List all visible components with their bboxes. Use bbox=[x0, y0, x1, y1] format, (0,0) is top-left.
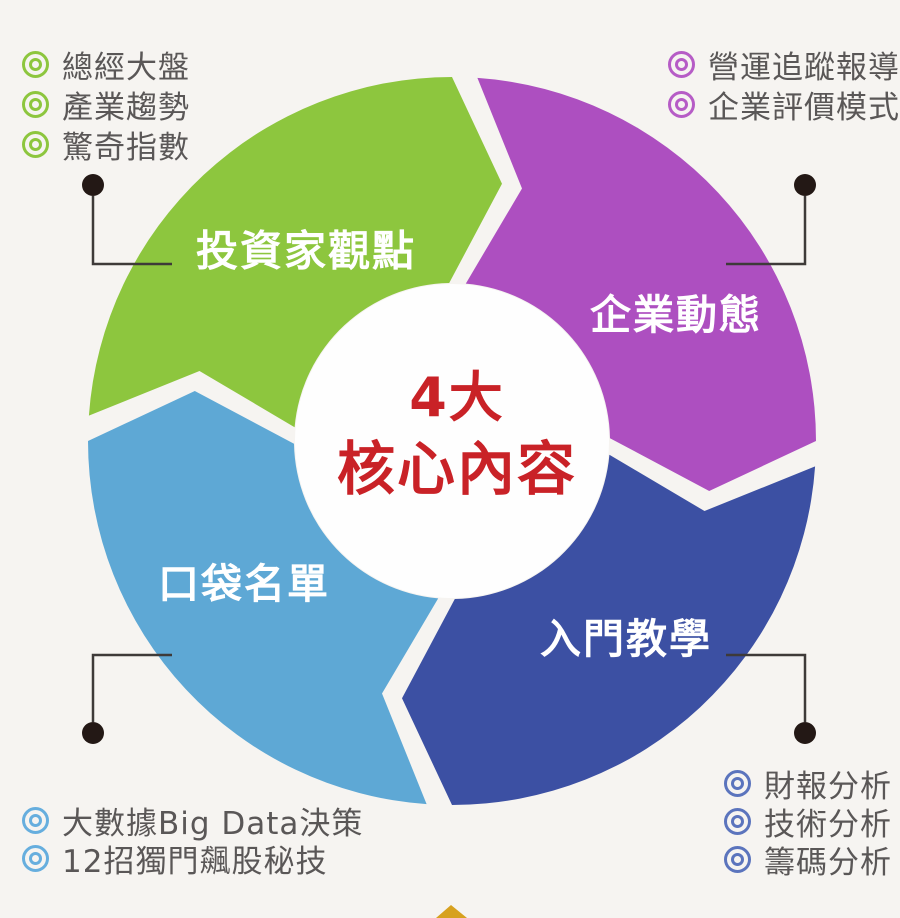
list-item: 產業趨勢 bbox=[22, 84, 190, 126]
connector-line-top-right bbox=[726, 196, 807, 266]
list-item: 總經大盤 bbox=[22, 44, 190, 86]
center-title: 4大 核心內容 bbox=[337, 366, 577, 502]
list-corporate: 營運追蹤報導 企業評價模式 bbox=[668, 44, 900, 126]
connector-dot-top-left bbox=[82, 174, 104, 196]
bullseye-bullet-icon bbox=[668, 50, 695, 78]
connector-dot-top-right bbox=[794, 174, 816, 196]
list-item: 營運追蹤報導 bbox=[668, 44, 900, 86]
list-item-text: 技術分析 bbox=[764, 806, 892, 843]
list-item-text: 企業評價模式 bbox=[708, 89, 900, 126]
segment-investor bbox=[88, 77, 503, 428]
list-pocket: 大數據Big Data決策 12招獨門飆股秘技 bbox=[22, 801, 363, 880]
segment-pocket bbox=[88, 391, 439, 805]
connector-line-bottom-left bbox=[91, 653, 172, 722]
list-item-text: 總經大盤 bbox=[62, 49, 190, 86]
list-item: 技術分析 bbox=[724, 802, 892, 843]
wheel-inner-circle bbox=[295, 284, 609, 598]
segment-label-corporate: 企業動態 bbox=[590, 291, 762, 339]
connector-dot-bottom-right bbox=[794, 722, 816, 744]
list-intro: 財報分析 技術分析 籌碼分析 bbox=[724, 764, 892, 881]
bullseye-bullet-icon bbox=[22, 844, 49, 872]
list-item-text: 財報分析 bbox=[764, 768, 892, 805]
segment-label-intro: 入門教學 bbox=[540, 615, 712, 663]
list-item-text: 籌碼分析 bbox=[764, 844, 892, 881]
center-title-line1: 4大 bbox=[409, 366, 505, 429]
connector-dot-bottom-left bbox=[82, 722, 104, 744]
connector-line-bottom-right bbox=[726, 653, 807, 722]
list-item: 驚奇指數 bbox=[22, 124, 190, 166]
list-item-text: 大數據Big Data決策 bbox=[62, 805, 364, 842]
bullseye-bullet-icon bbox=[22, 806, 49, 834]
list-item: 財報分析 bbox=[724, 764, 892, 805]
list-item: 12招獨門飆股秘技 bbox=[22, 839, 363, 880]
bullseye-bullet-icon bbox=[22, 90, 49, 118]
bullseye-bullet-icon bbox=[724, 845, 751, 873]
connector-line-top-left bbox=[91, 196, 172, 266]
list-item: 籌碼分析 bbox=[724, 840, 892, 881]
center-title-line2: 核心內容 bbox=[336, 435, 578, 503]
bullseye-bullet-icon bbox=[724, 769, 751, 797]
list-item-text: 營運追蹤報導 bbox=[708, 49, 900, 86]
list-item-text: 驚奇指數 bbox=[62, 129, 190, 166]
bullseye-bullet-icon bbox=[22, 130, 49, 158]
list-investor: 總經大盤 產業趨勢 驚奇指數 bbox=[22, 44, 190, 166]
bullseye-bullet-icon bbox=[22, 50, 49, 78]
segment-label-pocket: 口袋名單 bbox=[158, 560, 330, 608]
list-item-text: 12招獨門飆股秘技 bbox=[62, 843, 328, 880]
gold-pointer-icon bbox=[436, 905, 467, 918]
segment-corporate bbox=[465, 77, 816, 492]
segment-intro bbox=[402, 454, 816, 805]
wheel-segments bbox=[88, 77, 816, 805]
list-item-text: 產業趨勢 bbox=[62, 89, 190, 126]
bullseye-bullet-icon bbox=[668, 90, 695, 118]
bullseye-bullet-icon bbox=[724, 807, 751, 835]
list-item: 大數據Big Data決策 bbox=[22, 801, 363, 842]
segment-label-investor: 投資家觀點 bbox=[195, 226, 417, 276]
list-item: 企業評價模式 bbox=[668, 84, 900, 126]
